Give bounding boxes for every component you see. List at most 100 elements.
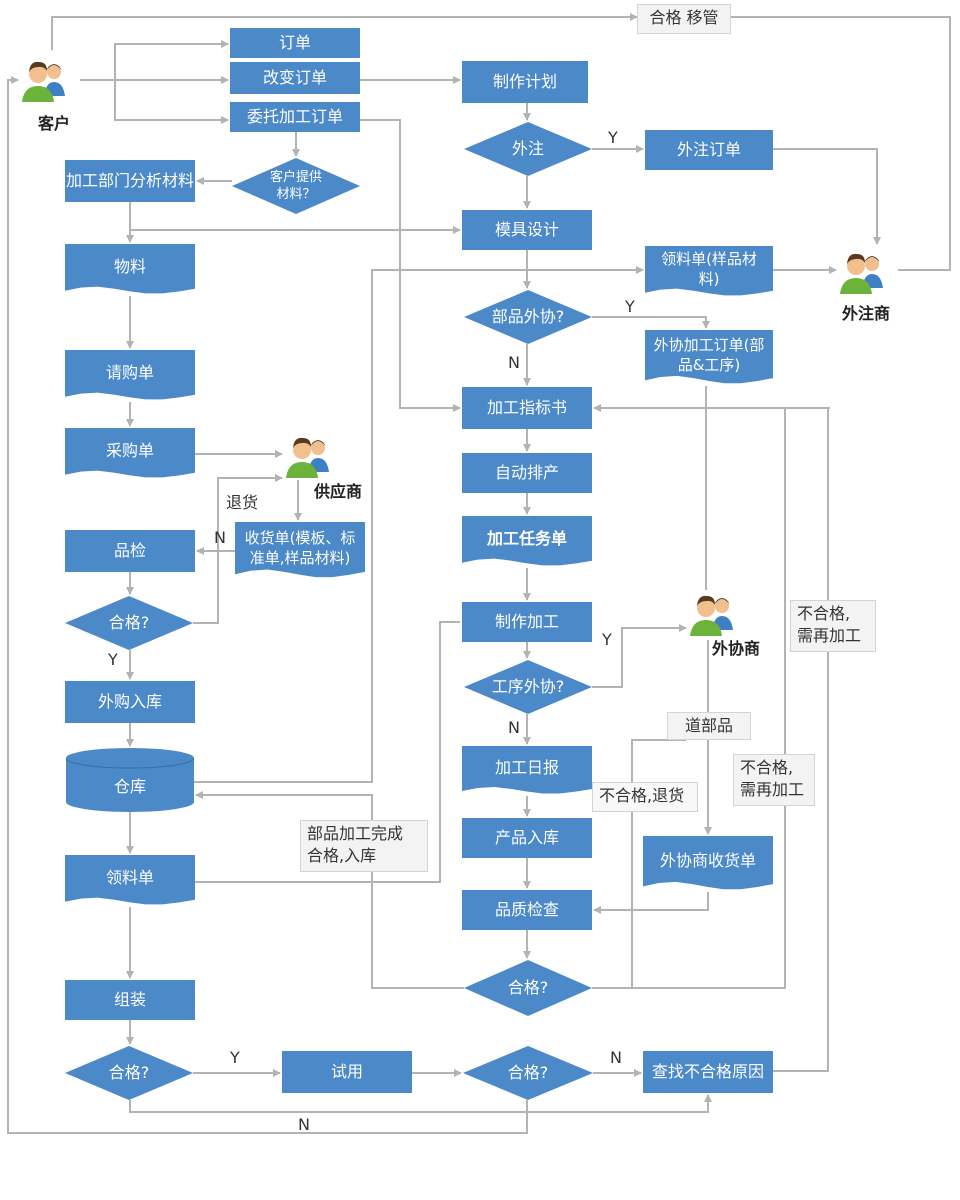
node-quality-check: 品质检查 bbox=[462, 890, 592, 930]
node-outsource-order-label: 外注订单 bbox=[676, 140, 741, 159]
connector-note-to-subcontractor-right bbox=[731, 16, 951, 271]
connector-picklist-to-make bbox=[194, 621, 460, 883]
node-make-process-label: 制作加工 bbox=[494, 612, 559, 631]
label-y-part-outsource: Y bbox=[625, 297, 635, 316]
label-y-outsource: Y bbox=[608, 128, 618, 147]
node-purchase-request: 请购单 bbox=[65, 350, 195, 400]
label-return-goods: 退货 bbox=[226, 493, 259, 512]
node-change-order: 改变订单 bbox=[230, 62, 360, 94]
node-process-outsource-label: 工序外协? bbox=[491, 677, 565, 696]
connector-part-yes bbox=[592, 316, 710, 329]
node-process-task: 加工任务单 bbox=[462, 516, 592, 566]
connector-qual1-no-return bbox=[193, 474, 283, 624]
customer-label: 客户 bbox=[38, 114, 71, 133]
connector-picklist-from-warehouse bbox=[194, 266, 644, 783]
label-y-qualified-2: Y bbox=[230, 1048, 240, 1067]
node-inspection: 品检 bbox=[65, 530, 195, 572]
connector-qual2-no-bottom bbox=[129, 1094, 712, 1113]
node-warehouse-text: 仓库 bbox=[66, 772, 194, 802]
connector-qual3-down-return bbox=[7, 76, 528, 1134]
node-qualified-3-label: 合格? bbox=[507, 1063, 549, 1082]
node-find-cause-label: 查找不合格原因 bbox=[651, 1062, 764, 1081]
node-change-order-label: 改变订单 bbox=[262, 68, 327, 87]
node-pick-list-sample-label: 领料单(样品材料) bbox=[661, 250, 757, 288]
label-n-inspection: N bbox=[214, 528, 226, 547]
node-dept-analysis: 加工部门分析材料 bbox=[65, 160, 195, 202]
node-quality-check-label: 品质检查 bbox=[494, 900, 559, 919]
node-process-spec-label: 加工指标书 bbox=[486, 398, 567, 417]
connector-findcause-back bbox=[773, 407, 829, 1072]
note-road-parts: 道部品 bbox=[667, 712, 751, 740]
connector-customer-branch bbox=[114, 40, 229, 120]
subcontractor-icon bbox=[838, 248, 886, 296]
note-unqualified-reprocess-2: 不合格, 需再加工 bbox=[733, 754, 815, 806]
node-process-task-label: 加工任务单 bbox=[486, 529, 567, 548]
label-n-qualified-3: N bbox=[610, 1048, 622, 1067]
node-customer-material-label: 客户提供材料？ bbox=[269, 170, 322, 202]
node-order-label: 订单 bbox=[278, 33, 311, 52]
customer-icon bbox=[20, 56, 68, 104]
node-part-outsource-label: 部品外协? bbox=[491, 307, 565, 326]
node-trial: 试用 bbox=[282, 1051, 412, 1093]
connector-outsource-order-to-sub bbox=[773, 148, 881, 245]
note-qualified-transfer: 合格 移管 bbox=[637, 4, 731, 34]
node-warehouse-label: 仓库 bbox=[113, 777, 146, 796]
note-unqualified-return: 不合格,退货 bbox=[592, 782, 698, 812]
node-pick-list-sample: 领料单(样品材料) bbox=[645, 246, 773, 296]
connector-customer-to-qualified-transfer bbox=[51, 13, 638, 50]
note-unqualified-return-text: 不合格,退货 bbox=[599, 786, 685, 805]
node-daily-report-label: 加工日报 bbox=[494, 758, 559, 777]
node-make-plan-label: 制作计划 bbox=[492, 72, 557, 91]
note-road-parts-text: 道部品 bbox=[684, 716, 733, 735]
node-purchase-request-label: 请购单 bbox=[105, 363, 154, 382]
node-warehouse bbox=[66, 748, 194, 812]
node-qualified-2-label: 合格? bbox=[108, 1063, 150, 1082]
supplier-icon bbox=[284, 432, 332, 480]
node-receipt-note-label: 收货单(模板、标准单,样品材料) bbox=[244, 529, 356, 567]
label-y-process-outsource: Y bbox=[602, 630, 612, 649]
connector-commission-to-spec bbox=[360, 119, 461, 412]
node-pick-list: 领料单 bbox=[65, 855, 195, 905]
node-dept-analysis-label: 加工部门分析材料 bbox=[65, 171, 194, 190]
connector-outsourcer-receipt-to-qc bbox=[593, 892, 709, 914]
node-product-in-label: 产品入库 bbox=[494, 828, 559, 847]
label-n-part-outsource: N bbox=[508, 353, 520, 372]
node-purchase-order-label: 采购单 bbox=[105, 441, 154, 460]
connector-customer-branch-commission bbox=[114, 44, 229, 124]
note-unqualified-reprocess-1: 不合格, 需再加工 bbox=[790, 600, 876, 652]
node-inspection-label: 品检 bbox=[113, 541, 146, 560]
node-commission-order-label: 委托加工订单 bbox=[246, 107, 343, 126]
node-assembly: 组装 bbox=[65, 980, 195, 1020]
node-mold-design-label: 模具设计 bbox=[494, 220, 559, 239]
node-assembly-label: 组装 bbox=[113, 990, 146, 1009]
node-trial-label: 试用 bbox=[330, 1062, 363, 1081]
node-qualified-4-label: 合格? bbox=[507, 978, 549, 997]
note-parts-done-text: 部品加工完成 合格,入库 bbox=[307, 824, 404, 865]
node-order: 订单 bbox=[230, 28, 360, 58]
note-unqualified-reprocess-2-text: 不合格, 需再加工 bbox=[740, 758, 805, 799]
node-outsource-label: 外注 bbox=[511, 139, 544, 158]
node-warehouse-in: 外购入库 bbox=[65, 681, 195, 723]
node-material-label: 物料 bbox=[113, 257, 146, 276]
supplier-label: 供应商 bbox=[314, 482, 363, 501]
note-unqualified-reprocess-1-text: 不合格, 需再加工 bbox=[797, 604, 862, 645]
node-product-in: 产品入库 bbox=[462, 818, 592, 858]
connector-process-yes-to-outsourcer bbox=[592, 624, 687, 688]
node-material: 物料 bbox=[65, 244, 195, 294]
node-find-cause: 查找不合格原因 bbox=[643, 1051, 773, 1093]
node-purchase-order: 采购单 bbox=[65, 428, 195, 478]
node-make-process: 制作加工 bbox=[462, 602, 592, 642]
node-auto-schedule: 自动排产 bbox=[462, 453, 592, 493]
node-qualified-1-label: 合格? bbox=[108, 613, 150, 632]
node-warehouse-in-label: 外购入库 bbox=[97, 692, 162, 711]
node-outsourcer-receipt-label: 外协商收货单 bbox=[659, 851, 756, 870]
node-pick-list-label: 领料单 bbox=[105, 868, 154, 887]
node-commission-order: 委托加工订单 bbox=[230, 102, 360, 132]
node-receipt-note: 收货单(模板、标准单,样品材料) bbox=[235, 522, 365, 578]
label-y-qualified-1: Y bbox=[108, 650, 118, 669]
node-make-plan: 制作计划 bbox=[462, 61, 588, 103]
node-outsource-process-order: 外协加工订单(部品&工序) bbox=[645, 330, 773, 384]
node-daily-report: 加工日报 bbox=[462, 746, 592, 794]
